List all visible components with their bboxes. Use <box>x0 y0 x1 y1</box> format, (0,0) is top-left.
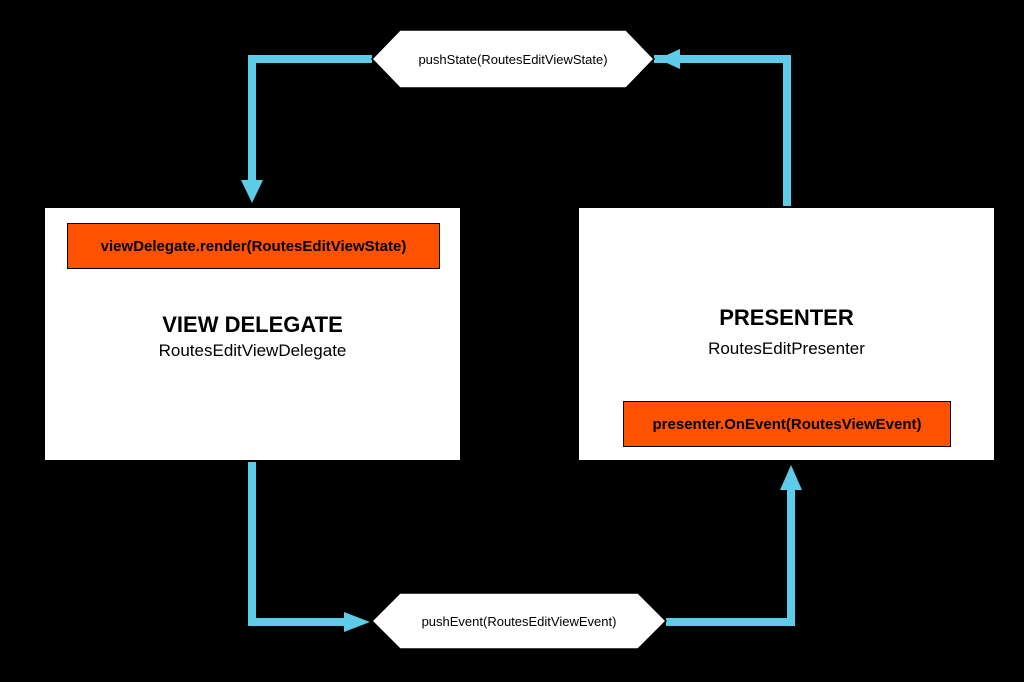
connector-view-to-event <box>248 462 348 626</box>
push-event-label: pushEvent(RoutesEditViewEvent) <box>421 613 617 629</box>
push-state-hexagon <box>370 29 656 89</box>
presenter-subtitle: RoutesEditPresenter <box>708 339 865 358</box>
view-render-method: viewDelegate.render(RoutesEditViewState) <box>67 223 440 269</box>
view-delegate-box: viewDelegate.render(RoutesEditViewState)… <box>43 206 462 462</box>
arrowhead-into-event <box>344 612 370 632</box>
view-delegate-title: VIEW DELEGATE <box>162 312 343 337</box>
presenter-box: PRESENTER RoutesEditPresenter presenter.… <box>577 206 996 462</box>
connector-event-to-presenter <box>666 488 795 626</box>
presenter-onevent-method: presenter.OnEvent(RoutesViewEvent) <box>623 401 951 447</box>
connector-state-to-view <box>248 55 372 182</box>
push-event-hexagon <box>370 592 668 650</box>
arrowhead-into-view <box>241 180 263 203</box>
view-delegate-subtitle: RoutesEditViewDelegate <box>158 341 347 360</box>
connector-presenter-to-state <box>654 55 791 206</box>
presenter-title: PRESENTER <box>719 305 854 330</box>
arrowhead-into-presenter <box>780 465 802 490</box>
push-state-label: pushState(RoutesEditViewState) <box>418 51 608 67</box>
arrowhead-into-state <box>658 49 680 69</box>
